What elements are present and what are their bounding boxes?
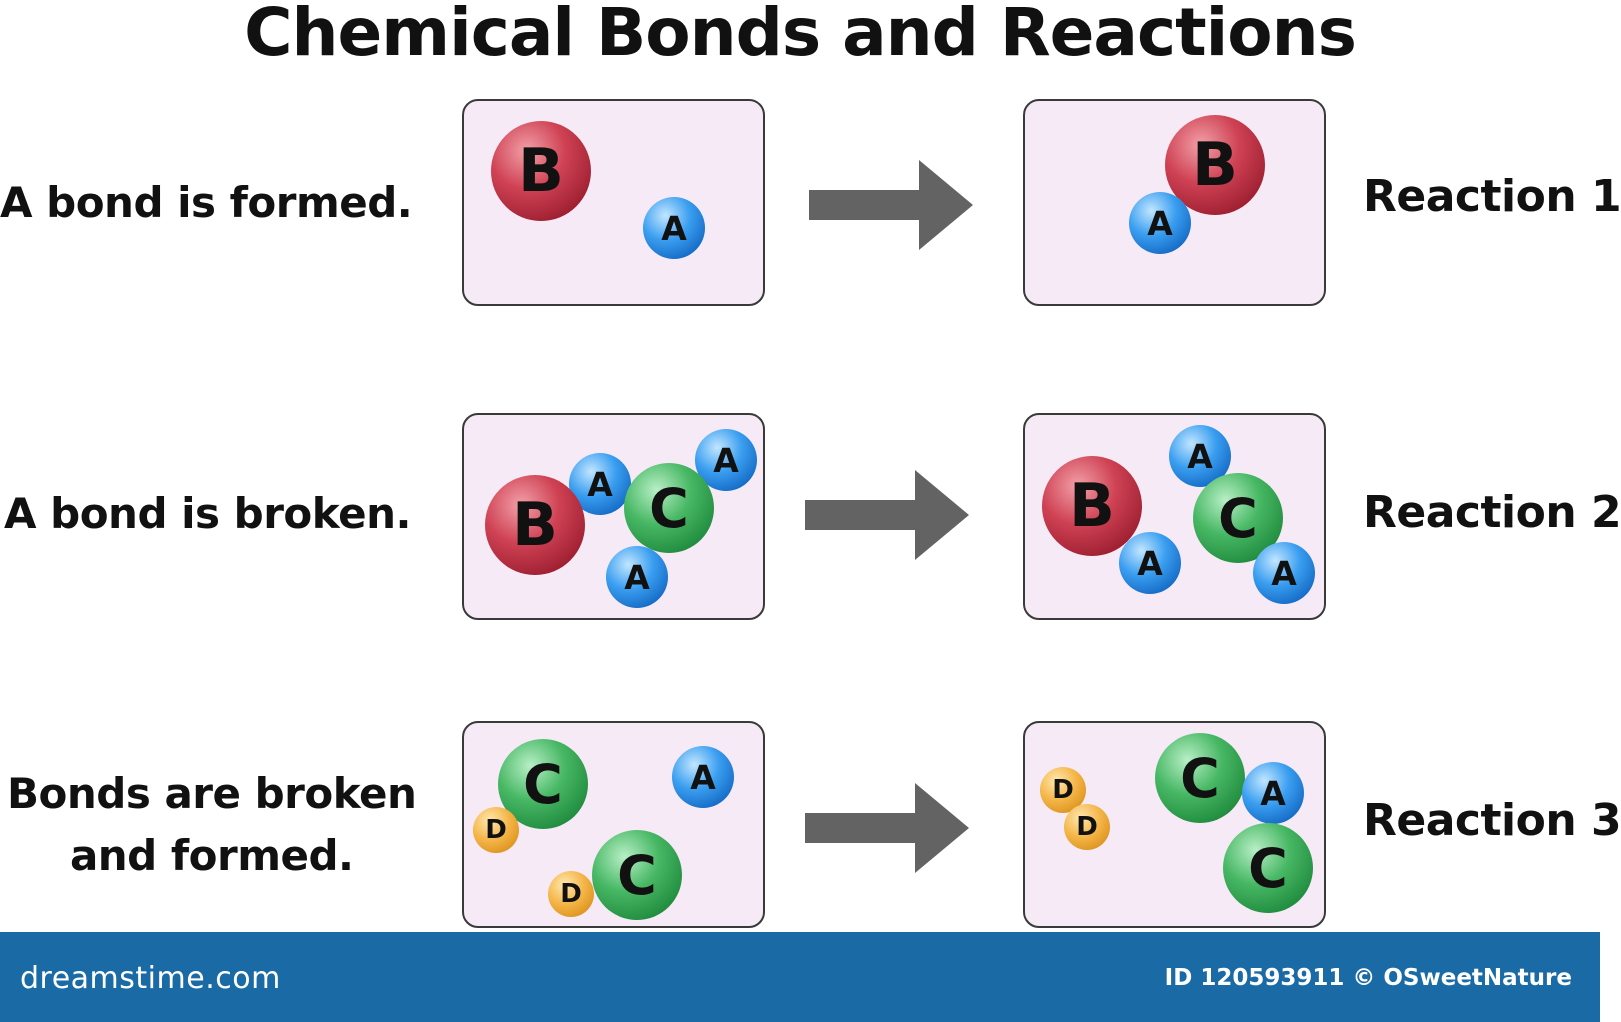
row-label-3: Bonds are broken and formed. [7,763,417,887]
atom-c: C [624,463,714,553]
right-arrow-icon [805,783,969,873]
right-arrow-icon [809,160,973,250]
atom-c: C [1155,733,1245,823]
reaction-3-after-panel: C A D D C [1023,721,1326,928]
footer-bar: dreamstime.com ID 120593911 © OSweetNatu… [0,932,1600,1022]
reaction-label-2: Reaction 2 [1363,487,1621,538]
right-arrow-icon [805,470,969,560]
reaction-1-before-panel: B A [462,99,765,306]
reaction-2-after-panel: A B C A A [1023,413,1326,620]
reaction-2-before-panel: A A B C A [462,413,765,620]
atom-b: B [485,475,585,575]
atom-a: A [1242,762,1304,824]
image-credit: ID 120593911 © OSweetNature [1164,965,1572,991]
brand-logo[interactable]: dreamstime.com [20,961,281,996]
row-label-3-line-1: Bonds are broken [7,769,417,818]
row-label-2-line-1: A bond is broken. [4,489,411,538]
reaction-1-after-panel: B A [1023,99,1326,306]
atom-a: A [1169,425,1231,487]
atom-d: D [548,871,594,917]
reaction-label-1: Reaction 1 [1363,171,1621,222]
atom-b: B [1042,456,1142,556]
atom-b: B [1165,115,1265,215]
atom-c: C [592,830,682,920]
atom-a: A [606,546,668,608]
atom-a: A [1253,542,1315,604]
row-label-1-line-1: A bond is formed. [0,178,413,227]
atom-a: A [672,746,734,808]
reaction-label-3: Reaction 3 [1363,795,1621,846]
atom-a: A [1129,192,1191,254]
arrow-shape [805,470,969,560]
arrow-shape [805,783,969,873]
arrow-shape [809,160,973,250]
atom-a: A [643,197,705,259]
row-label-3-line-2: and formed. [69,831,354,880]
row-label-1: A bond is formed. [0,172,413,234]
atom-b: B [491,121,591,221]
atom-c: C [1223,823,1313,913]
row-label-2: A bond is broken. [4,483,411,545]
reaction-3-before-panel: C A D C D [462,721,765,928]
page-title: Chemical Bonds and Reactions [244,0,1357,71]
atom-d: D [473,807,519,853]
atom-d: D [1064,804,1110,850]
atom-a: A [1119,532,1181,594]
